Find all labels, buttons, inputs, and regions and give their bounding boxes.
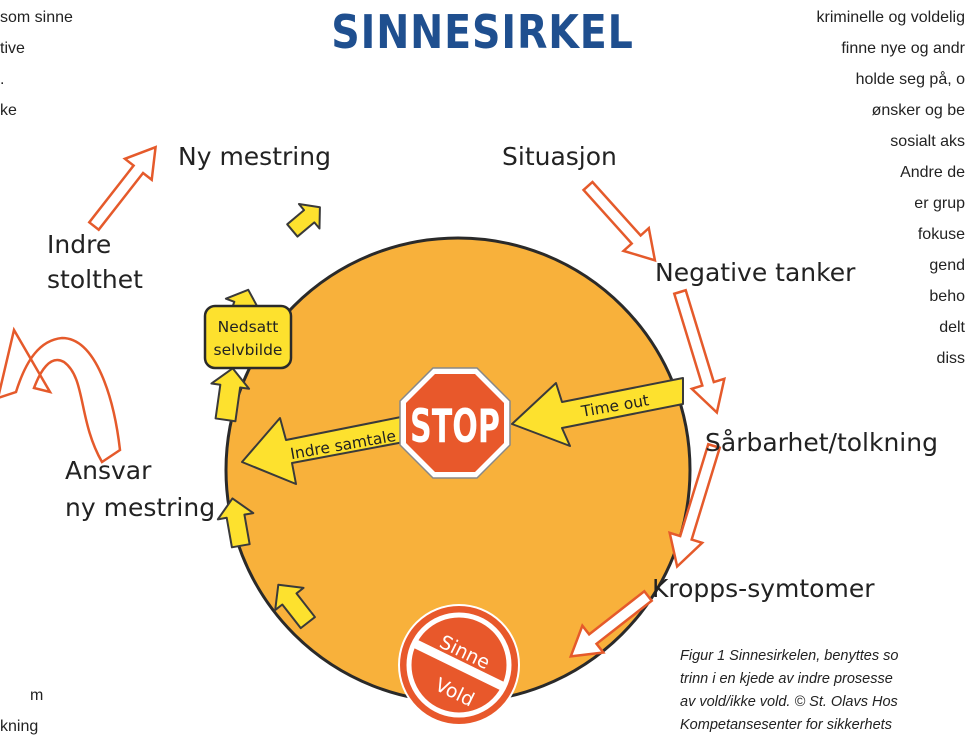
label-indre-stolthet-1: Indre — [47, 230, 112, 259]
arrow-negative-to-sarbarhet — [672, 288, 727, 415]
nedsatt-selvbilde-box — [203, 304, 293, 370]
text-line: sosialt aks — [890, 133, 965, 150]
text-line: gend — [929, 257, 965, 274]
text-line: holde seg på, o — [855, 71, 965, 88]
label-kropps-symtomer: Kropps-symtomer — [652, 574, 875, 603]
arrow-stolthet-to-nymestring — [87, 145, 158, 232]
stop-label: STOP — [410, 399, 500, 453]
yellow-arrow-5 — [274, 583, 316, 630]
caption-line: Figur 1 Sinnesirkelen, benyttes so — [680, 648, 899, 664]
left-body-text-bottom: m kning — [0, 680, 120, 742]
nedsatt-label-2: selvbilde — [214, 341, 283, 359]
label-indre-stolthet-2: stolthet — [47, 265, 143, 294]
text-line: kning — [0, 718, 39, 735]
text-line: ke — [0, 102, 17, 119]
stop-sign — [399, 367, 511, 479]
caption-line: Kompetansesenter for sikkerhets — [680, 717, 892, 733]
text-line: som sinne — [0, 9, 73, 26]
label-negative-tanker: Negative tanker — [655, 258, 856, 287]
text-line: beho — [929, 288, 965, 305]
text-line: tive — [0, 40, 25, 57]
arrow-situasjon-to-negative — [581, 180, 657, 263]
text-line: finne nye og andr — [841, 40, 965, 57]
left-body-text-top: som sinne tive . ke — [0, 2, 120, 126]
indre-samtale-arrow — [241, 416, 405, 485]
arrow-ansvar-to-stolthet — [0, 326, 122, 464]
caption-line: av vold/ikke vold. © St. Olavs Hos — [680, 694, 898, 710]
sinne-vold-sign — [398, 604, 520, 726]
arrow-kropps-to-sinne — [568, 589, 654, 658]
yellow-arrow-3 — [210, 367, 251, 423]
text-line: fokuse — [917, 226, 965, 243]
text-line: delt — [939, 319, 965, 336]
text-line: . — [0, 71, 5, 88]
yellow-arrow-4 — [216, 497, 255, 549]
nedsatt-label-1: Nedsatt — [218, 318, 279, 336]
right-body-text: kriminelle og voldelig finne nye og andr… — [665, 2, 965, 374]
label-situasjon: Situasjon — [502, 142, 617, 171]
page-title: SINNESIRKEL — [331, 5, 634, 59]
arrow-sarbarhet-to-kropps — [667, 442, 722, 569]
label-sarbarhet: Sårbarhet/tolkning — [705, 428, 938, 457]
time-out-arrow — [511, 377, 684, 447]
text-line: kriminelle og voldelig — [816, 9, 965, 26]
yellow-arrow-1 — [286, 203, 321, 238]
label-ny-mestring: Ny mestring — [178, 142, 331, 171]
text-line: Andre de — [900, 164, 965, 181]
figure-caption: Figur 1 Sinnesirkelen, benyttes so trinn… — [680, 645, 965, 737]
text-line: diss — [936, 350, 965, 367]
text-line: m — [30, 687, 44, 704]
text-line: ønsker og be — [871, 102, 965, 119]
text-line: er grup — [914, 195, 965, 212]
label-ansvar-1: Ansvar — [65, 456, 152, 485]
caption-line: trinn i en kjede av indre prosesse — [680, 671, 893, 687]
label-ansvar-2: ny mestring — [65, 493, 216, 522]
